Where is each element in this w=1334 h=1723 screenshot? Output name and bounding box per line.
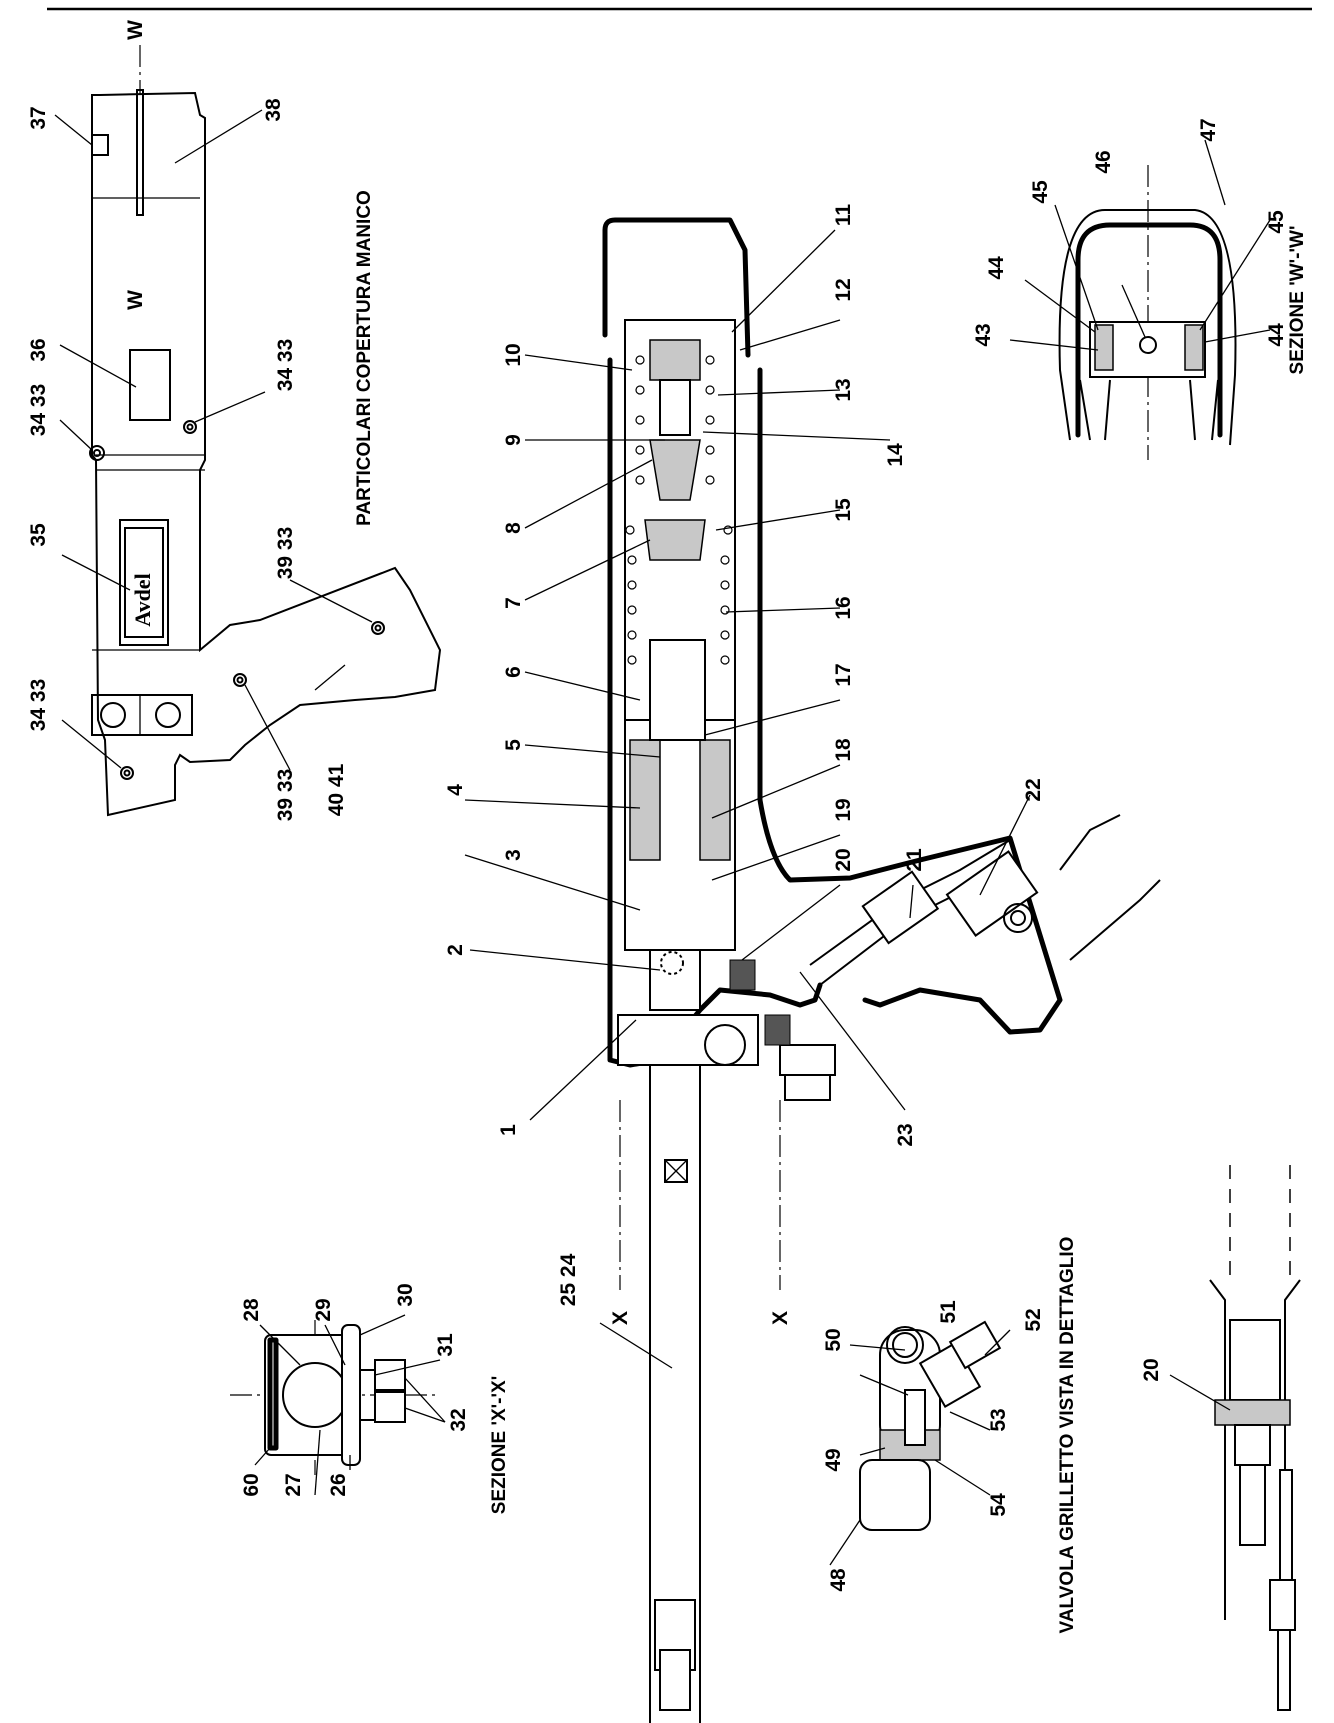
label-20: 20 xyxy=(832,848,855,871)
label-26: 26 xyxy=(327,1473,350,1496)
detail-20-view xyxy=(1169,1165,1301,1711)
label-46: 46 xyxy=(1092,150,1115,173)
label-27: 27 xyxy=(282,1473,305,1496)
label-23: 23 xyxy=(894,1123,917,1146)
section-marker-w-top: W xyxy=(124,20,147,40)
label-60: 60 xyxy=(240,1473,263,1496)
label-5: 5 xyxy=(502,739,525,751)
label-54: 54 xyxy=(987,1493,1010,1517)
section-x-x xyxy=(230,1314,446,1496)
label-7: 7 xyxy=(502,597,525,609)
label-49: 49 xyxy=(822,1448,845,1471)
label-4: 4 xyxy=(444,784,467,796)
label-11: 11 xyxy=(832,204,855,227)
label-6: 6 xyxy=(502,666,525,678)
label-34-33-bot: 34 33 xyxy=(27,679,50,732)
section-marker-w-bottom: W xyxy=(124,290,147,310)
label-28: 28 xyxy=(240,1298,263,1322)
label-35: 35 xyxy=(27,523,50,547)
label-13: 13 xyxy=(832,378,855,401)
label-50: 50 xyxy=(822,1328,845,1351)
label-44-right: 44 xyxy=(1265,323,1288,347)
label-47: 47 xyxy=(1197,118,1220,141)
section-w-w xyxy=(1009,139,1271,460)
label-40-41: 40 41 xyxy=(325,763,348,816)
label-22: 22 xyxy=(1022,778,1045,801)
label-20-detail: 20 xyxy=(1140,1358,1163,1381)
label-3: 3 xyxy=(502,849,525,861)
label-29: 29 xyxy=(312,1298,335,1321)
label-36: 36 xyxy=(27,338,50,361)
label-45-left: 45 xyxy=(1029,180,1052,204)
label-34-33-top: 34 33 xyxy=(27,384,50,437)
label-2: 2 xyxy=(444,944,467,956)
label-39-33-b: 39 33 xyxy=(274,769,297,822)
label-45-right: 45 xyxy=(1265,210,1288,234)
section-marker-x-right: X xyxy=(769,1311,792,1325)
label-1: 1 xyxy=(497,1124,520,1136)
caption-section-w-w: SEZIONE 'W'-'W' xyxy=(1287,226,1308,375)
label-21: 21 xyxy=(903,848,926,872)
label-15: 15 xyxy=(832,498,855,522)
label-34-33-mid: 34 33 xyxy=(274,339,297,392)
label-17: 17 xyxy=(832,663,855,686)
label-19: 19 xyxy=(832,798,855,821)
label-25-24: 25 24 xyxy=(557,1253,580,1306)
label-52: 52 xyxy=(1022,1308,1045,1331)
label-48: 48 xyxy=(827,1568,850,1592)
caption-trigger-valve: VALVOLA GRILLETTO VISTA IN DETTAGLIO xyxy=(1057,1237,1078,1634)
label-53: 53 xyxy=(987,1408,1010,1431)
label-12: 12 xyxy=(832,278,855,301)
label-31: 31 xyxy=(434,1333,457,1357)
label-10: 10 xyxy=(502,343,525,366)
label-32: 32 xyxy=(447,1408,470,1431)
label-16: 16 xyxy=(832,596,855,619)
label-8: 8 xyxy=(502,522,525,534)
label-18: 18 xyxy=(832,738,855,762)
trigger-valve-detail xyxy=(829,1320,1011,1566)
label-37: 37 xyxy=(27,106,50,129)
caption-section-x-x: SEZIONE 'X'-'X' xyxy=(489,1376,510,1514)
caption-handle-cover: PARTICOLARI COPERTURA MANICO xyxy=(354,190,375,526)
handle-cover-view xyxy=(54,45,442,817)
label-30: 30 xyxy=(394,1283,417,1306)
brand-logo: Avdel xyxy=(130,573,155,626)
section-marker-x-left: X xyxy=(609,1311,632,1325)
label-43: 43 xyxy=(972,323,995,346)
label-38: 38 xyxy=(262,98,285,122)
label-9: 9 xyxy=(502,434,525,446)
label-14: 14 xyxy=(884,443,907,467)
main-tool-section xyxy=(464,217,1161,1723)
label-51: 51 xyxy=(937,1300,960,1324)
label-44-left: 44 xyxy=(985,256,1008,280)
label-39-33-a: 39 33 xyxy=(274,527,297,580)
